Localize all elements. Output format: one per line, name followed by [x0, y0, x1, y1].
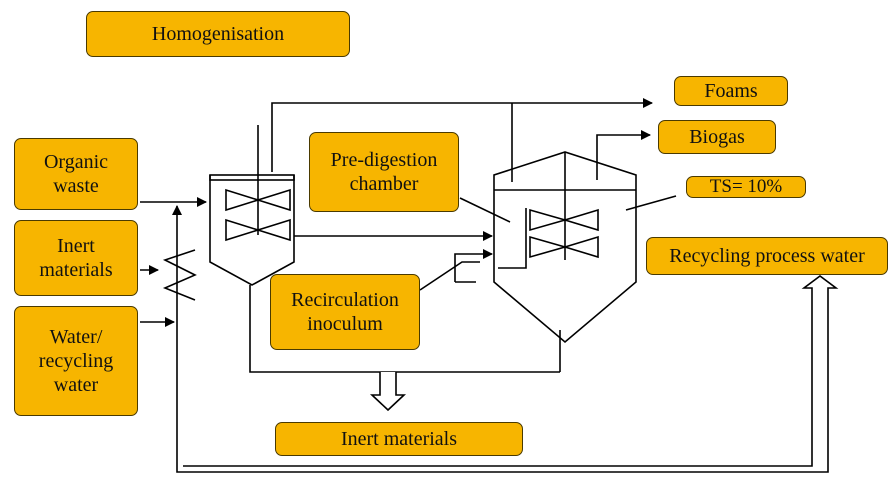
recirculation-inoculum-label: Recirculation inoculum	[270, 274, 420, 350]
ts-label: TS= 10%	[686, 176, 806, 198]
biogas-label: Biogas	[658, 120, 776, 154]
organic-waste-label: Organic waste	[14, 138, 138, 210]
digester	[493, 151, 637, 372]
pre-digestion-chamber-label: Pre-digestion chamber	[309, 132, 459, 212]
homogeniser-tank	[209, 125, 295, 286]
homogenisation-label: Homogenisation	[86, 11, 350, 57]
recycling-process-water-label: Recycling process water	[646, 237, 888, 275]
flow-lines	[140, 98, 839, 473]
inert-materials-output-label: Inert materials	[275, 422, 523, 456]
water-recycling-label: Water/ recycling water	[14, 306, 138, 416]
inert-materials-input-label: Inert materials	[14, 220, 138, 296]
foams-label: Foams	[674, 76, 788, 106]
